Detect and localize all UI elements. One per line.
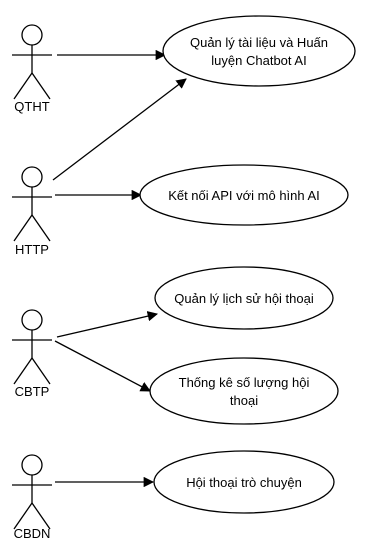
actor-cbtp[interactable]: CBTP	[12, 309, 52, 399]
use-case-uc2[interactable]: Kết nối API với mô hình AI	[139, 164, 349, 226]
actor-right-leg	[31, 72, 51, 100]
actor-label: QTHT	[14, 99, 49, 114]
use-case-label-line: luyện Chatbot AI	[211, 53, 306, 68]
actor-left-leg	[13, 502, 33, 530]
use-case-uc3[interactable]: Quản lý lịch sử hội thoại	[154, 266, 334, 330]
use-case-ellipse	[149, 357, 339, 425]
use-case-uc5[interactable]: Hội thoại trò chuyện	[153, 450, 335, 514]
use-case-ellipse	[153, 450, 335, 514]
use-case-label-line: Hội thoại trò chuyện	[186, 475, 302, 490]
use-case-ellipse	[139, 164, 349, 226]
actor-head-icon	[21, 24, 43, 46]
use-case-ellipse	[162, 15, 356, 87]
use-case-uc1[interactable]: Quản lý tài liệu và Huấn luyện Chatbot AI	[162, 15, 356, 87]
actor-left-leg	[13, 214, 33, 242]
association-arrow-http-uc1	[52, 78, 187, 181]
actor-head-icon	[21, 309, 43, 331]
use-case-label-line: Kết nối API với mô hình AI	[168, 188, 320, 203]
actor-head-icon	[21, 166, 43, 188]
use-case-label-line: Quản lý lịch sử hội thoại	[174, 291, 314, 306]
actor-label: CBDN	[14, 526, 51, 541]
association-arrow-cbtp-uc3	[56, 311, 159, 338]
association-arrow-cbtp-uc4	[54, 340, 151, 392]
use-case-label-line: thoại	[230, 393, 258, 408]
actor-label: HTTP	[15, 242, 49, 257]
actor-head-icon	[21, 454, 43, 476]
associations-layer	[52, 49, 187, 488]
actor-cbdn[interactable]: CBDN	[12, 454, 52, 541]
actors-layer: QTHT HTTP CBTP CBDN	[12, 24, 52, 541]
actor-qtht[interactable]: QTHT	[12, 24, 52, 114]
actor-label: CBTP	[15, 384, 50, 399]
actor-right-leg	[31, 357, 51, 385]
use-case-uc4[interactable]: Thống kê số lượng hội thoại	[149, 357, 339, 425]
actor-http[interactable]: HTTP	[12, 166, 52, 257]
actor-left-leg	[13, 357, 33, 385]
actor-right-leg	[31, 502, 51, 530]
actor-right-leg	[31, 214, 51, 242]
use-case-label-line: Thống kê số lượng hội	[179, 375, 310, 390]
use-case-label-line: Quản lý tài liệu và Huấn	[190, 35, 328, 50]
use-case-ellipse	[154, 266, 334, 330]
actor-left-leg	[13, 72, 33, 100]
use-cases-layer: Quản lý tài liệu và Huấn luyện Chatbot AI…	[139, 15, 356, 514]
